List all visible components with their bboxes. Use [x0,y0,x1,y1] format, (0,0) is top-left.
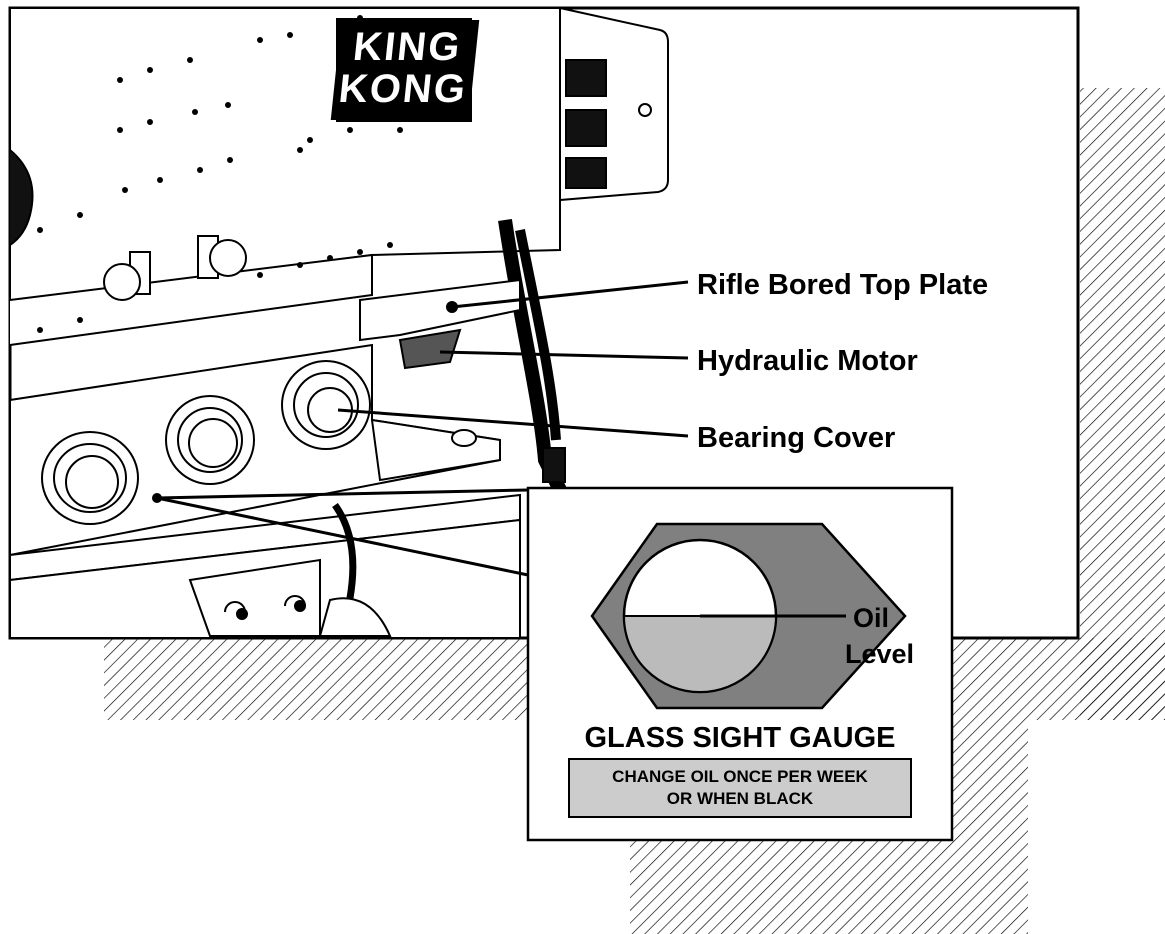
oil-label-line1: Oil [853,603,890,633]
logo-line2: KONG [336,67,470,111]
machine-drawing [9,6,669,639]
notice-line2: OR WHEN BLACK [666,789,814,808]
callout-hydraulic-motor: Hydraulic Motor [697,345,918,377]
gauge-title: GLASS SIGHT GAUGE [584,722,896,754]
leader-lines [156,280,689,577]
oil-label-line2: Level [845,639,915,669]
callout-top-plate: Rifle Bored Top Plate [697,269,989,301]
callout-bearing-cover: Bearing Cover [697,422,896,454]
oil-change-notice: CHANGE OIL ONCE PER WEEK OR WHEN BLACK [568,758,912,818]
logo-line1: KING [351,25,464,69]
oil-level-label: Oil Level [845,600,914,672]
notice-line1: CHANGE OIL ONCE PER WEEK [612,767,868,786]
logo-text: KING KONG [330,20,480,120]
oil-fill [622,615,778,693]
